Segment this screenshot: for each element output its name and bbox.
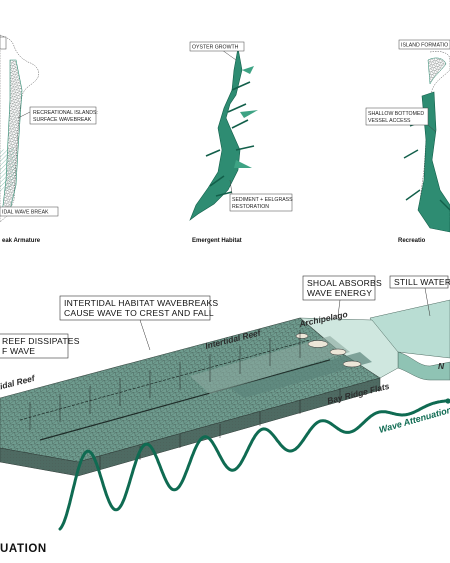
label-oyster-growth: OYSTER GROWTH bbox=[192, 45, 239, 51]
label-tidal-wave-break: IDAL WAVE BREAK bbox=[2, 210, 49, 216]
svg-text:SHOAL ABSORBS: SHOAL ABSORBS bbox=[307, 278, 382, 288]
bottom-title: UATION bbox=[0, 543, 47, 555]
callout-intertidal-habitat: INTERTIDAL HABITAT WAVEBREAKS CAUSE WAVE… bbox=[59, 295, 218, 351]
label-sediment-eelgrass: SEDIMENT + EELGRASS bbox=[232, 197, 293, 203]
callout-shoal-absorbs: SHOAL ABSORBS WAVE ENERGY bbox=[302, 275, 382, 317]
label-edge-letter: N bbox=[438, 361, 445, 371]
label-vessel-access: VESSEL ACCESS bbox=[368, 118, 411, 124]
callout-reef-dissipates: REEF DISSIPATES F WAVE bbox=[0, 333, 80, 359]
panel-caption-recreation: Recreatio bbox=[398, 238, 426, 244]
callout-still-water: STILL WATER bbox=[389, 275, 450, 317]
svg-text:F WAVE: F WAVE bbox=[2, 346, 35, 356]
label-tidal-reef: tidal Reef bbox=[0, 373, 37, 392]
panel-caption-armature: eak Armature bbox=[2, 238, 41, 244]
svg-text:INTERTIDAL HABITAT WAVEBREAKS: INTERTIDAL HABITAT WAVEBREAKS bbox=[64, 298, 218, 308]
label-box-recreational-islands bbox=[29, 106, 97, 125]
label-restoration: RESTORATION bbox=[232, 204, 269, 210]
label-shallow-bottomed: SHALLOW BOTTOMED bbox=[368, 111, 424, 117]
wave-attenuation-curve bbox=[58, 398, 450, 531]
panel-breakwater-armature: RECREATIONAL ISLANDS: SURFACE WAVEBREAK … bbox=[0, 34, 98, 244]
panel-caption-emergent-habitat: Emergent Habitat bbox=[192, 238, 242, 244]
wave-end-dot-icon bbox=[445, 398, 450, 404]
svg-text:STILL WATER: STILL WATER bbox=[394, 277, 450, 287]
label-island-formation: ISLAND FORMATIO bbox=[401, 43, 448, 49]
svg-text:WAVE ENERGY: WAVE ENERGY bbox=[307, 288, 372, 298]
label-wave-attenuation: Wave Attenuation bbox=[378, 404, 450, 435]
label-surface-wavebreak: SURFACE WAVEBREAK bbox=[33, 117, 92, 123]
panel-emergent-habitat: OYSTER GROWTH SEDIMENT + EELGRASS RESTOR… bbox=[189, 41, 293, 244]
label-recreational-islands: RECREATIONAL ISLANDS: bbox=[33, 110, 98, 116]
panel-recreation: ISLAND FORMATIO SHALLOW BOTTOMED VESSEL … bbox=[365, 39, 450, 244]
svg-text:REEF DISSIPATES: REEF DISSIPATES bbox=[2, 336, 80, 346]
svg-text:CAUSE WAVE TO CREST AND FALL: CAUSE WAVE TO CREST AND FALL bbox=[64, 308, 214, 318]
reef-block-3d bbox=[0, 299, 450, 477]
